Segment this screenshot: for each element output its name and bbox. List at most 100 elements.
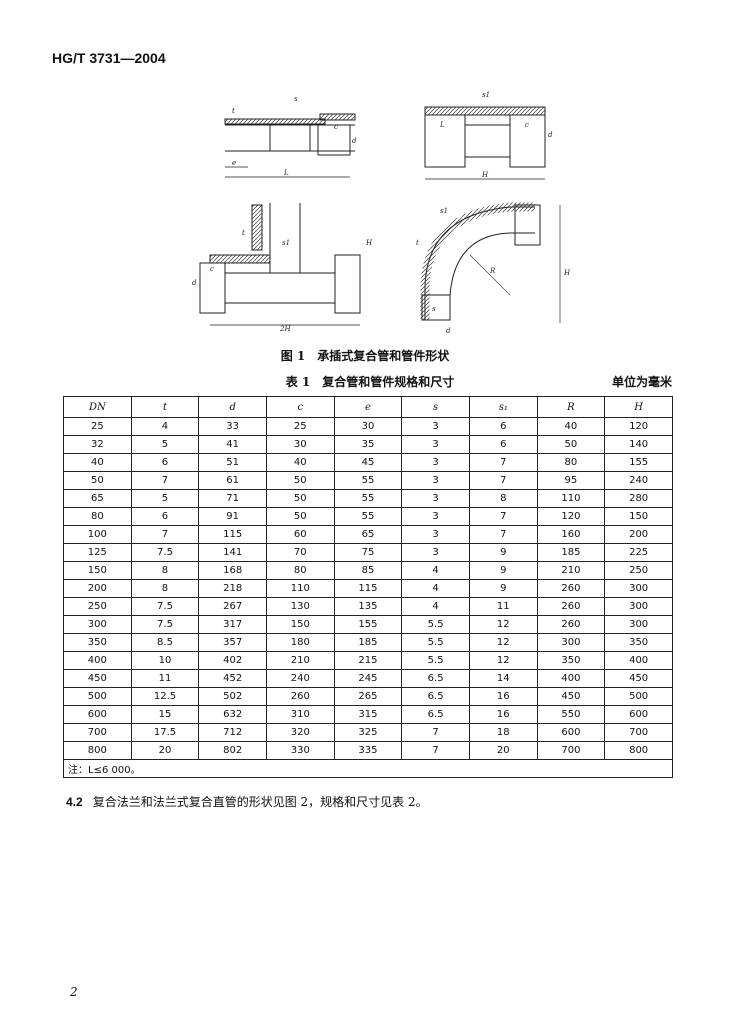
table-cell: 5.5: [401, 633, 470, 652]
label-pipe-c: c: [334, 123, 338, 131]
table-cell: 7: [401, 723, 470, 742]
table-cell: 700: [63, 723, 132, 742]
table-cell: 200: [63, 579, 132, 598]
label-coupling-d: d: [548, 131, 553, 139]
table-cell: 240: [265, 669, 335, 688]
table-cell: 32: [63, 435, 132, 454]
table-cell: 3: [401, 489, 470, 508]
table-cell: 3: [401, 525, 470, 544]
straight-pipe-drawing: t s c e d L: [224, 95, 357, 178]
table-cell: 7.5: [130, 597, 200, 616]
table-cell: 350: [63, 633, 132, 652]
table-cell: 500: [604, 687, 673, 706]
table-cell: 267: [198, 597, 267, 616]
table-cell: 60: [265, 525, 335, 544]
table-cell: 40: [63, 453, 132, 472]
table-cell: 300: [604, 615, 673, 634]
table-cell: 400: [536, 669, 606, 688]
table-cell: 115: [198, 525, 267, 544]
table-cell: 8: [468, 489, 538, 508]
page-number: 2: [70, 985, 78, 999]
table-cell: 240: [604, 471, 673, 490]
table-cell: 110: [536, 489, 606, 508]
table-cell: 300: [604, 579, 673, 598]
table-cell: 802: [198, 741, 267, 760]
table-cell: 5.5: [401, 651, 470, 670]
table-cell: 16: [468, 687, 538, 706]
table-cell: 712: [198, 723, 267, 742]
table-cell: 310: [265, 705, 335, 724]
table-cell: 7: [468, 471, 538, 490]
table-cell: 12: [468, 651, 538, 670]
table-cell: 15: [130, 705, 200, 724]
table-cell: 5: [130, 489, 200, 508]
table-cell: 100: [63, 525, 132, 544]
table-cell: 150: [604, 507, 673, 526]
table-cell: 260: [536, 615, 606, 634]
table-cell: 17.5: [130, 723, 200, 742]
label-elbow-d: d: [446, 327, 451, 335]
table-cell: 55: [333, 507, 403, 526]
label-elbow-R: R: [489, 267, 496, 275]
table-cell: 41: [198, 435, 267, 454]
coupling-drawing: s1 L c d H: [424, 91, 553, 180]
table-cell: 40: [536, 417, 606, 436]
table-cell: 4: [401, 597, 470, 616]
table-cell: 6: [468, 417, 538, 436]
table-cell: 40: [265, 453, 335, 472]
table-cell: 30: [265, 435, 335, 454]
table-cell: 218: [198, 579, 267, 598]
table-caption-row: 表 1 复合管和管件规格和尺寸 单位为毫米: [60, 373, 680, 389]
table-cell: 120: [604, 417, 673, 436]
table-cell: 8: [130, 579, 200, 598]
label-tee-t: t: [242, 229, 245, 237]
table-cell: 4: [401, 561, 470, 580]
table-cell: 3: [401, 471, 470, 490]
col-header: s₁: [468, 396, 538, 418]
table-cell: 55: [333, 489, 403, 508]
col-header: e: [333, 396, 403, 418]
table-cell: 5.5: [401, 615, 470, 634]
table-cell: 110: [265, 579, 335, 598]
table-cell: 9: [468, 543, 538, 562]
table-cell: 5: [130, 435, 200, 454]
table-cell: 6.5: [401, 705, 470, 724]
table-cell: 450: [536, 687, 606, 706]
table-cell: 55: [333, 471, 403, 490]
table-cell: 80: [63, 507, 132, 526]
label-pipe-t: t: [232, 107, 235, 115]
table-cell: 400: [604, 651, 673, 670]
table-cell: 7: [468, 507, 538, 526]
table-cell: 7.5: [130, 543, 200, 562]
table-cell: 450: [63, 669, 132, 688]
section-number: 4.2: [66, 795, 83, 809]
label-elbow-t: t: [416, 239, 419, 247]
table-cell: 12: [468, 633, 538, 652]
label-elbow-H: H: [563, 269, 571, 277]
table-cell: 7: [468, 453, 538, 472]
tee-drawing: t s1 H c d 2H: [192, 203, 373, 333]
table-cell: 315: [333, 705, 403, 724]
label-coupling-s1: s1: [482, 91, 490, 99]
table-cell: 50: [63, 471, 132, 490]
table-cell: 300: [63, 615, 132, 634]
table-cell: 6.5: [401, 669, 470, 688]
table-cell: 6: [468, 435, 538, 454]
table-cell: 402: [198, 651, 267, 670]
table-cell: 11: [468, 597, 538, 616]
table-cell: 6: [130, 453, 200, 472]
table-cell: 185: [333, 633, 403, 652]
table-cell: 91: [198, 507, 267, 526]
elbow-drawing: s1 t R H s d: [416, 202, 571, 335]
table-cell: 320: [265, 723, 335, 742]
table-cell: 700: [536, 741, 606, 760]
table-header-row: DN t d c e s s₁ R H: [63, 396, 673, 418]
table-cell: 115: [333, 579, 403, 598]
